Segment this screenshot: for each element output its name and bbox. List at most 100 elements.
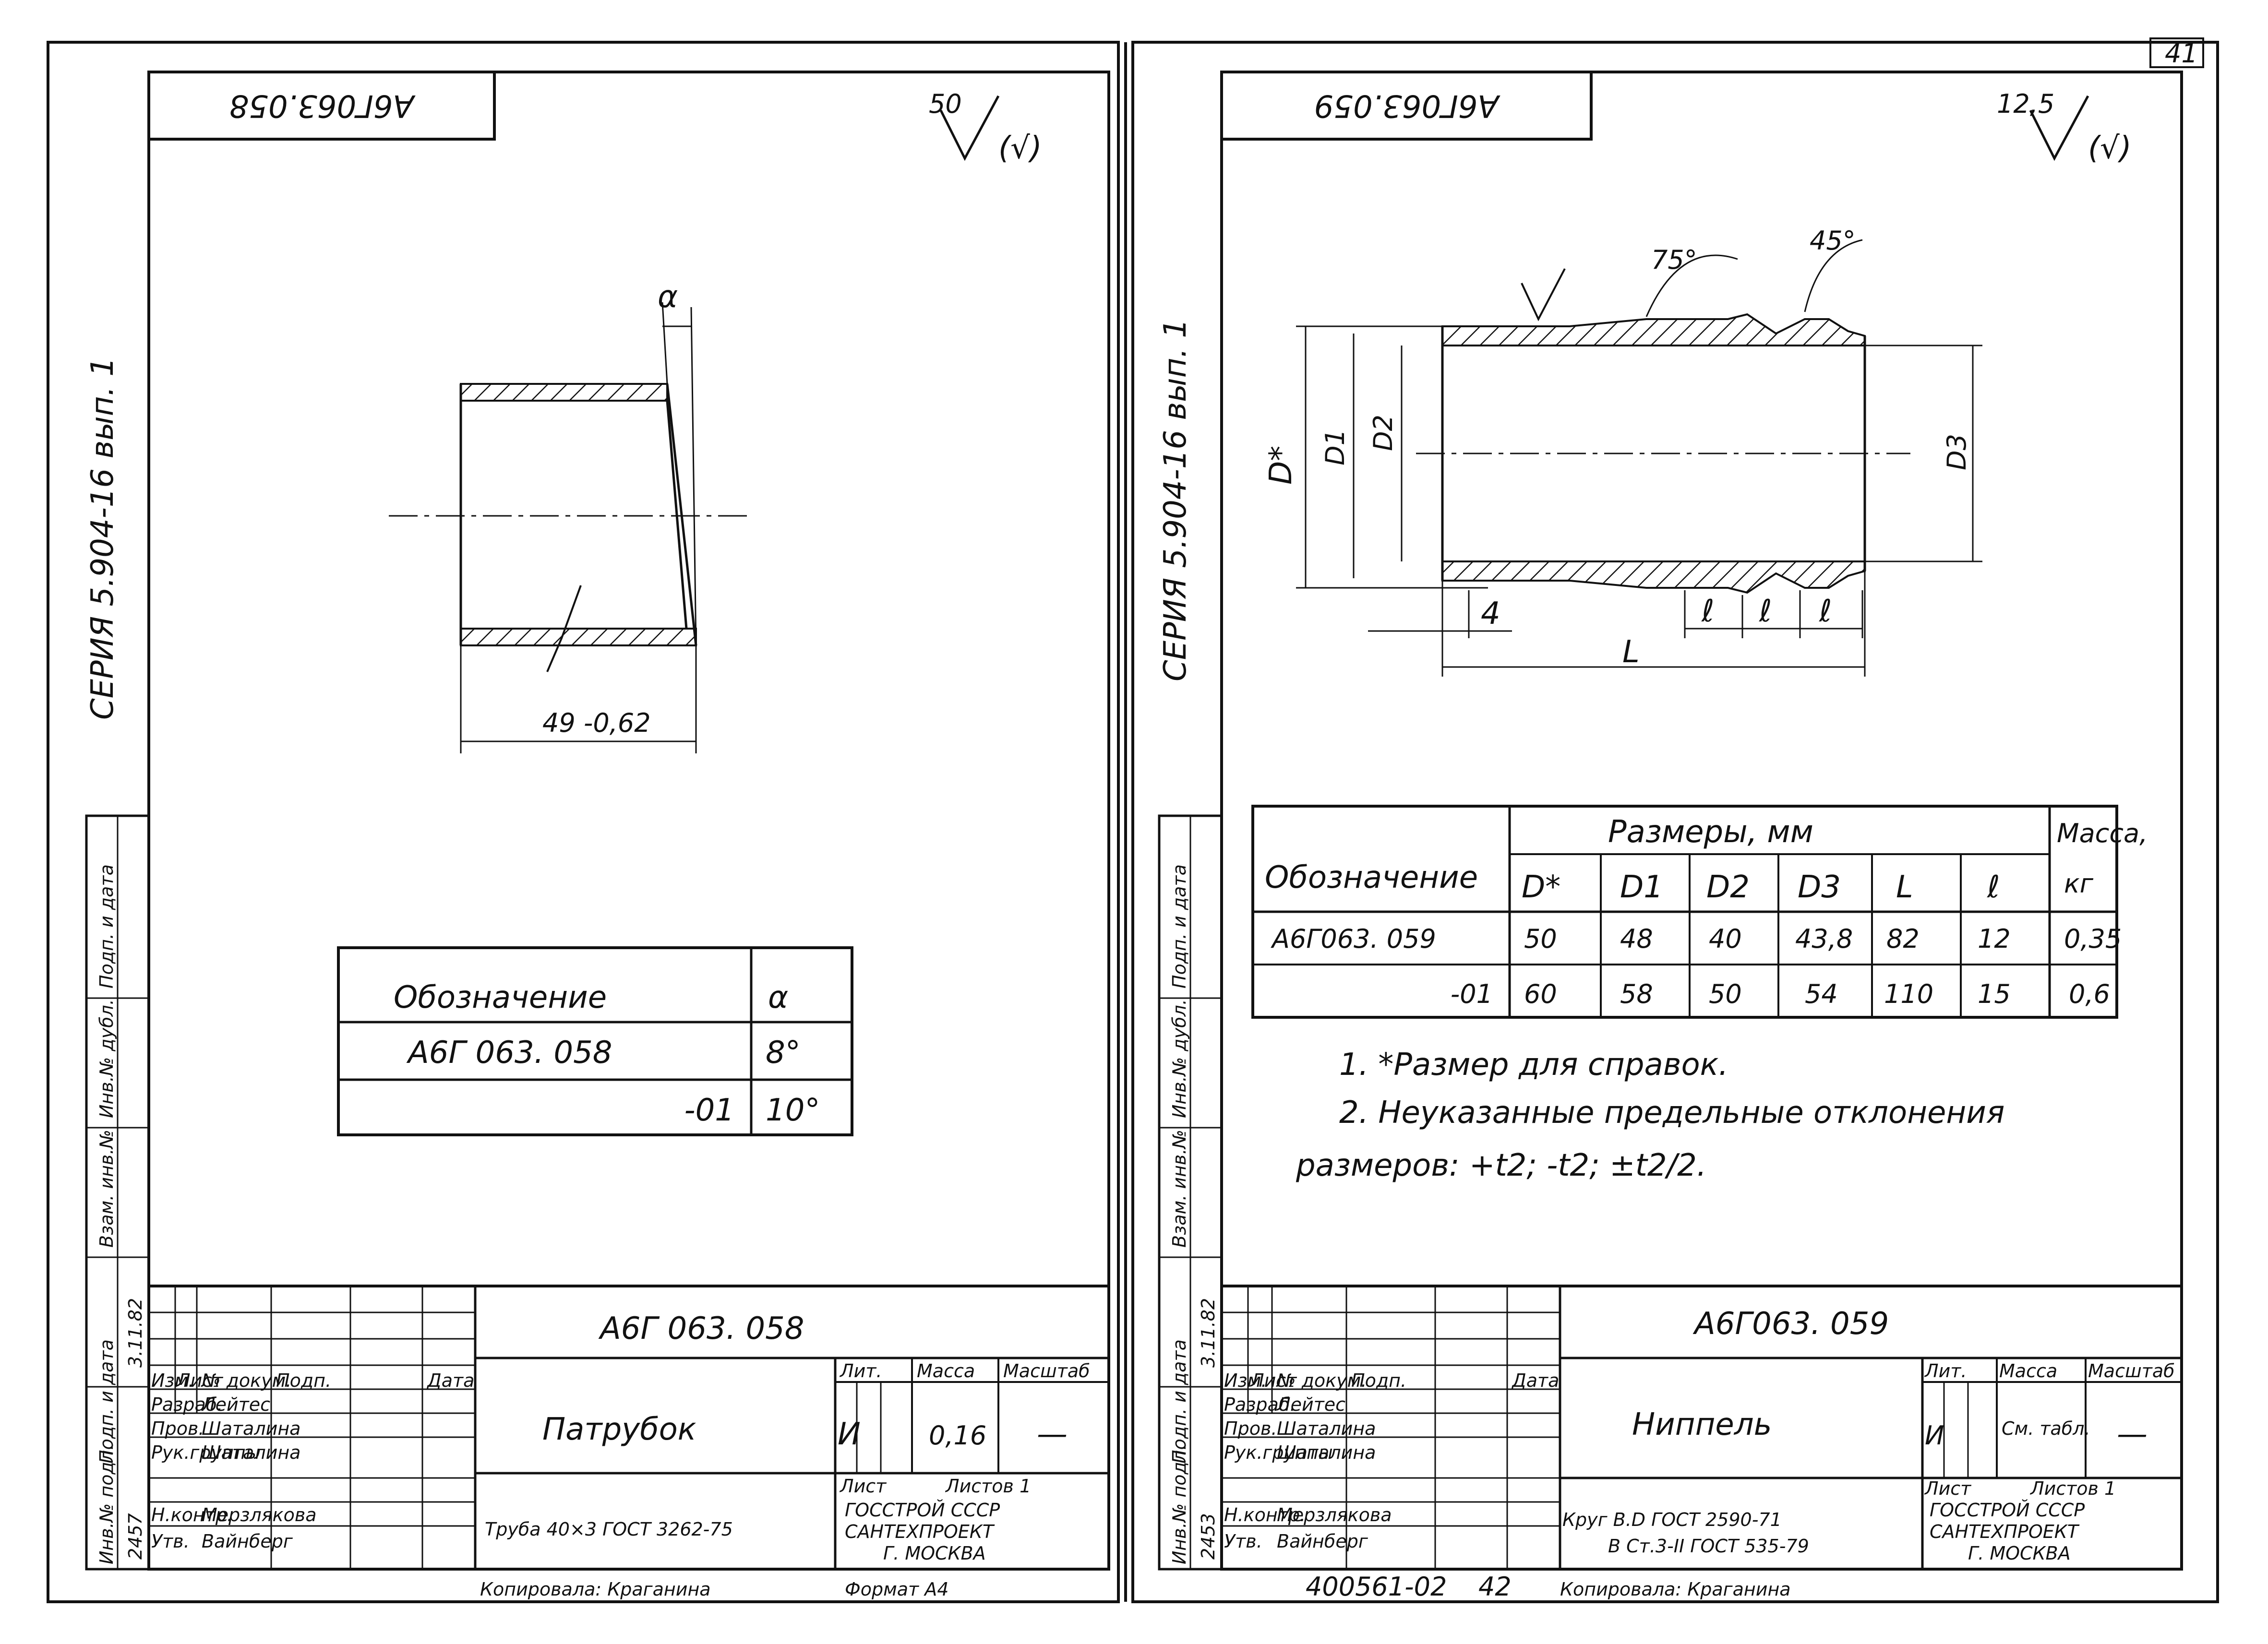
left-sheet: А6Г063.058 50 (√) СЕРИЯ 5.904-16 вып. 1 … bbox=[85, 71, 1110, 1600]
svg-text:ℓ: ℓ bbox=[1987, 870, 2000, 905]
svg-text:Размеры, мм: Размеры, мм bbox=[1608, 814, 1813, 850]
svg-text:8°: 8° bbox=[766, 1035, 801, 1071]
svg-text:Лит.: Лит. bbox=[839, 1360, 882, 1382]
svg-text:Инв.№ подл.: Инв.№ подл. bbox=[96, 1444, 117, 1564]
left-title-code: А6Г 063. 058 bbox=[598, 1311, 804, 1346]
svg-text:ℓ: ℓ bbox=[1701, 594, 1714, 629]
svg-text:А6Г 063. 058: А6Г 063. 058 bbox=[406, 1035, 612, 1071]
svg-text:0,35: 0,35 bbox=[2064, 924, 2122, 954]
svg-text:Утв.: Утв. bbox=[151, 1531, 190, 1552]
dim-L: L bbox=[1622, 634, 1640, 670]
svg-text:Рук.группы: Рук.группы bbox=[151, 1442, 260, 1463]
svg-text:Масштаб: Масштаб bbox=[1003, 1360, 1090, 1382]
page-number: 41 bbox=[2165, 38, 2198, 69]
svg-text:Вайнберг: Вайнберг bbox=[1277, 1531, 1368, 1552]
svg-text:Н.контр.: Н.контр. bbox=[1224, 1504, 1306, 1525]
svg-text:САНТЕХПРОЕКТ: САНТЕХПРОЕКТ bbox=[845, 1521, 995, 1542]
svg-text:Лист: Лист bbox=[1249, 1370, 1297, 1391]
svg-text:58: 58 bbox=[1620, 979, 1653, 1009]
svg-text:Вайнберг: Вайнберг bbox=[202, 1531, 293, 1552]
svg-text:D1: D1 bbox=[1620, 870, 1663, 905]
svg-text:Взам. инв.№: Взам. инв.№ bbox=[96, 1130, 117, 1248]
svg-text:Шаталина: Шаталина bbox=[1277, 1418, 1376, 1439]
dim-D3: D3 bbox=[1942, 434, 1972, 470]
left-angle-label: α bbox=[658, 279, 678, 315]
svg-text:Изм.: Изм. bbox=[1224, 1370, 1267, 1391]
svg-text:2453: 2453 bbox=[1198, 1513, 1219, 1560]
svg-text:12,5: 12,5 bbox=[1997, 89, 2054, 119]
svg-text:А6Г063. 059: А6Г063. 059 bbox=[1271, 924, 1436, 954]
svg-text:3.11.82: 3.11.82 bbox=[1198, 1298, 1219, 1368]
right-nipple-drawing: D* D1 D2 D3 4 L ℓ ℓ ℓ bbox=[1263, 226, 1982, 677]
svg-text:110: 110 bbox=[1884, 979, 1933, 1009]
svg-text:Г. МОСКВА: Г. МОСКВА bbox=[1968, 1543, 2071, 1564]
left-roughness-symbol: 50 (√) bbox=[929, 89, 1042, 166]
svg-text:Пров.: Пров. bbox=[151, 1418, 204, 1439]
svg-text:кг: кг bbox=[2064, 869, 2094, 899]
svg-text:Шаталина: Шаталина bbox=[202, 1442, 300, 1463]
svg-text:Разраб.: Разраб. bbox=[151, 1394, 223, 1415]
svg-text:ℓ: ℓ bbox=[1759, 594, 1772, 629]
svg-text:И: И bbox=[1925, 1420, 1944, 1451]
svg-text:1. *Размер для справок.: 1. *Размер для справок. bbox=[1339, 1047, 1728, 1083]
svg-text:75°: 75° bbox=[1651, 245, 1697, 275]
svg-text:№ докум.: № докум. bbox=[1276, 1370, 1367, 1391]
right-title-block: Изм. Лист № докум. Подп. Дата Разраб. Ле… bbox=[1220, 1285, 2183, 1602]
svg-text:α: α bbox=[768, 980, 788, 1015]
svg-text:Рук.группы: Рук.группы bbox=[1224, 1442, 1333, 1463]
svg-text:Лист: Лист bbox=[839, 1476, 887, 1497]
svg-text:D2: D2 bbox=[1706, 870, 1750, 905]
svg-text:Подп. и дата: Подп. и дата bbox=[96, 864, 117, 989]
svg-text:ГОССТРОЙ СССР: ГОССТРОЙ СССР bbox=[845, 1500, 1000, 1521]
svg-text:Труба 40×3 ГОСТ 3262-75: Труба 40×3 ГОСТ 3262-75 bbox=[485, 1519, 733, 1540]
svg-text:Масштаб: Масштаб bbox=[2088, 1360, 2175, 1382]
svg-text:Инв.№ дубл.: Инв.№ дубл. bbox=[1169, 999, 1190, 1118]
right-series-label: СЕРИЯ 5.904-16 вып. 1 bbox=[1158, 319, 1193, 681]
left-series-label: СЕРИЯ 5.904-16 вып. 1 bbox=[85, 357, 120, 720]
svg-text:Масса: Масса bbox=[917, 1360, 975, 1382]
svg-text:-01: -01 bbox=[1451, 979, 1493, 1009]
svg-text:(√): (√) bbox=[2088, 131, 2132, 166]
svg-text:Пров.: Пров. bbox=[1224, 1418, 1277, 1439]
svg-text:0,16: 0,16 bbox=[929, 1420, 986, 1451]
left-title-name: Патрубок bbox=[542, 1412, 696, 1447]
svg-text:Обозначение: Обозначение bbox=[394, 980, 607, 1015]
left-designation-table: Обозначение α А6Г 063. 058 8° -01 10° bbox=[337, 946, 853, 1136]
svg-text:48: 48 bbox=[1620, 924, 1653, 954]
svg-text:60: 60 bbox=[1524, 979, 1557, 1009]
svg-text:15: 15 bbox=[1978, 979, 2011, 1009]
svg-text:Копировала: Краганина: Копировала: Краганина bbox=[480, 1579, 711, 1600]
svg-text:10°: 10° bbox=[766, 1093, 820, 1128]
svg-text:40: 40 bbox=[1709, 924, 1742, 954]
left-title-block: Изм. Лист № докум. Подп. Дата Разраб. Ле… bbox=[147, 1285, 1110, 1600]
svg-text:И: И bbox=[838, 1417, 861, 1452]
svg-text:L: L bbox=[1896, 870, 1913, 905]
svg-text:Мерзлякова: Мерзлякова bbox=[202, 1504, 317, 1525]
dim-4: 4 bbox=[1481, 596, 1500, 631]
svg-text:43,8: 43,8 bbox=[1795, 924, 1853, 954]
svg-text:50: 50 bbox=[1524, 924, 1557, 954]
right-side-strip: Инв.№ подл. Подп. и дата Взам. инв.№ Инв… bbox=[1158, 814, 1223, 1571]
svg-text:Лист: Лист bbox=[176, 1370, 224, 1391]
svg-text:Лит.: Лит. bbox=[1924, 1360, 1967, 1382]
svg-text:См. табл.: См. табл. bbox=[2002, 1418, 2090, 1439]
bottom-code: 400561-02 bbox=[1306, 1572, 1447, 1602]
svg-text:Разраб.: Разраб. bbox=[1224, 1394, 1296, 1415]
svg-text:Лист: Лист bbox=[1924, 1478, 1972, 1499]
svg-text:3.11.82: 3.11.82 bbox=[125, 1298, 146, 1368]
svg-text:Дата: Дата bbox=[426, 1370, 474, 1391]
svg-text:2457: 2457 bbox=[125, 1513, 146, 1560]
svg-text:Взам. инв.№: Взам. инв.№ bbox=[1169, 1130, 1190, 1248]
svg-text:ℓ: ℓ bbox=[1819, 594, 1832, 629]
svg-text:—: — bbox=[2117, 1417, 2148, 1452]
svg-text:ГОССТРОЙ СССР: ГОССТРОЙ СССР bbox=[1930, 1500, 2085, 1521]
svg-text:Подп.: Подп. bbox=[1351, 1370, 1406, 1391]
svg-text:Масса,: Масса, bbox=[2057, 818, 2148, 848]
svg-text:Формат А4: Формат А4 bbox=[845, 1579, 948, 1600]
svg-text:D*: D* bbox=[1522, 870, 1560, 905]
left-stamp: А6Г063.058 bbox=[229, 88, 416, 123]
svg-text:Мерзлякова: Мерзлякова bbox=[1277, 1504, 1392, 1525]
svg-text:Листов 1: Листов 1 bbox=[945, 1476, 1031, 1497]
svg-text:Круг В.D ГОСТ 2590-71: Круг В.D ГОСТ 2590-71 bbox=[1562, 1509, 1782, 1530]
